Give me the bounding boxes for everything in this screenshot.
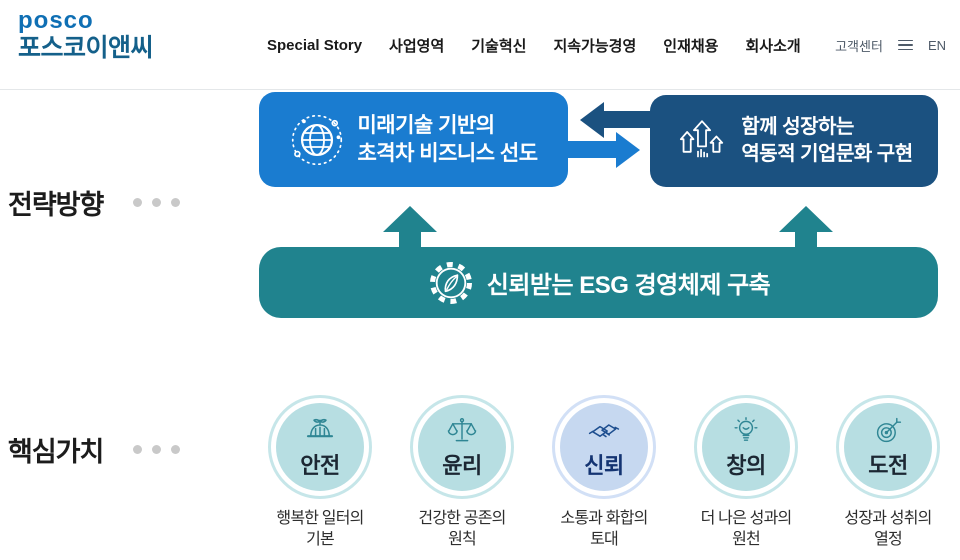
up-arrow-icon <box>383 206 437 248</box>
nav-business-areas[interactable]: 사업영역 <box>389 37 445 55</box>
value-bubble: 안전 <box>276 403 364 491</box>
nav-about-company[interactable]: 회사소개 <box>745 37 801 55</box>
value-name: 창의 <box>726 452 766 478</box>
up-arrow-icon <box>779 206 833 248</box>
value-item-challenge: 도전 성장과 성취의 열정 <box>823 395 953 550</box>
value-caption: 소통과 화합의 토대 <box>560 510 648 548</box>
core-values-title: 핵심가치 <box>8 437 104 467</box>
culture-card-line2: 역동적 기업문화 구현 <box>741 143 913 165</box>
culture-card-text: 함께 성장하는 역동적 기업문화 구현 <box>741 114 913 168</box>
strategy-card-culture: 함께 성장하는 역동적 기업문화 구현 <box>650 95 938 187</box>
ellipsis-dots-icon <box>133 445 181 454</box>
scales-icon <box>447 417 477 441</box>
handshake-icon <box>588 423 620 437</box>
ellipsis-dots-icon <box>133 198 181 207</box>
esg-banner: 신뢰받는 ESG 경영체제 구축 <box>259 247 938 318</box>
value-name: 신뢰 <box>584 452 624 478</box>
esg-banner-text: 신뢰받는 ESG 경영체제 구축 <box>486 272 771 299</box>
tech-card-line1: 미래기술 기반의 <box>357 113 495 137</box>
posco-enc-logo[interactable]: posco 포스코이앤씨 <box>18 7 154 62</box>
main-nav: Special Story 사업영역 기술혁신 지속가능경영 인재채용 회사소개 <box>267 0 801 90</box>
value-name: 도전 <box>868 452 908 478</box>
core-values-section-label: 핵심가치 <box>8 430 181 469</box>
value-bubble: 신뢰 <box>560 403 648 491</box>
value-caption: 행복한 일터의 기본 <box>276 510 364 548</box>
customer-center-link[interactable]: 고객센터 <box>835 38 883 54</box>
logo-korean-name: 포스코이앤씨 <box>18 34 154 62</box>
tech-card-text: 미래기술 기반의 초격차 비즈니스 선도 <box>357 112 538 168</box>
site-header: posco 포스코이앤씨 Special Story 사업영역 기술혁신 지속가… <box>0 0 960 90</box>
safety-helmet-icon <box>306 418 334 437</box>
tech-card-line2: 초격차 비즈니스 선도 <box>357 141 538 165</box>
value-ring: 창의 <box>694 395 798 499</box>
value-ring: 윤리 <box>410 395 514 499</box>
swap-arrows-icon <box>562 102 658 168</box>
value-ring: 안전 <box>268 395 372 499</box>
value-caption: 건강한 공존의 원칙 <box>418 510 506 548</box>
value-item-ethics: 윤리 건강한 공존의 원칙 <box>397 395 527 550</box>
lightbulb-icon <box>734 416 758 441</box>
value-bubble: 윤리 <box>418 403 506 491</box>
value-caption: 더 나은 성과의 원천 <box>700 510 793 548</box>
nav-sustainability[interactable]: 지속가능경영 <box>553 37 637 55</box>
value-item-trust: 신뢰 소통과 화합의 토대 <box>539 395 669 550</box>
value-item-safety: 안전 행복한 일터의 기본 <box>255 395 385 550</box>
language-toggle-en[interactable]: EN <box>927 37 946 53</box>
value-caption: 성장과 성취의 열정 <box>844 510 932 548</box>
nav-special-story[interactable]: Special Story <box>267 36 363 54</box>
logo-wordmark: posco <box>18 7 94 34</box>
gear-leaf-icon <box>429 261 472 304</box>
value-bubble: 도전 <box>844 403 932 491</box>
value-bubble: 창의 <box>702 403 790 491</box>
hamburger-icon[interactable] <box>896 38 915 53</box>
header-utility: 고객센터 EN <box>835 0 946 90</box>
value-name: 안전 <box>300 452 340 478</box>
growth-arrows-icon <box>680 120 724 158</box>
globe-orbit-icon <box>292 114 343 165</box>
strategy-title: 전략방향 <box>8 190 104 220</box>
strategy-card-future-tech: 미래기술 기반의 초격차 비즈니스 선도 <box>259 92 568 187</box>
culture-card-line1: 함께 성장하는 <box>741 116 854 138</box>
strategy-section-label: 전략방향 <box>8 183 181 222</box>
value-name: 윤리 <box>442 452 482 478</box>
nav-recruit[interactable]: 인재채용 <box>663 37 719 55</box>
value-ring: 신뢰 <box>552 395 656 499</box>
nav-tech-innovation[interactable]: 기술혁신 <box>471 37 527 55</box>
target-arrow-icon <box>876 417 902 442</box>
value-ring: 도전 <box>836 395 940 499</box>
value-item-creativity: 창의 더 나은 성과의 원천 <box>681 395 811 550</box>
